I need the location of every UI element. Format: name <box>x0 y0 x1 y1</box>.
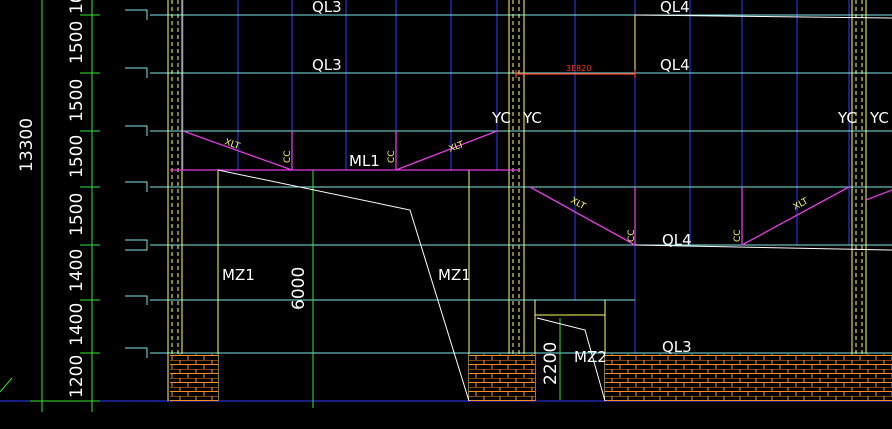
dim-seg-1: 10 <box>67 0 87 14</box>
label-ql3-mid: QL3 <box>312 56 342 74</box>
dim-height-2200: 2200 <box>541 342 561 385</box>
label-mz1-right: MZ1 <box>438 266 471 284</box>
columns <box>171 0 863 401</box>
label-mz2: MZ2 <box>574 348 607 366</box>
label-xlt-4: XLT <box>792 196 811 212</box>
label-yc-4: YC <box>869 109 889 127</box>
dim-seg-4: 1500 <box>67 135 87 178</box>
label-cc-2: CC <box>387 150 397 163</box>
dim-total: 13300 <box>17 118 37 172</box>
section-marker <box>0 377 13 393</box>
dim-seg-2: 1500 <box>67 21 87 64</box>
label-ml1: ML1 <box>349 152 380 170</box>
red-dim-text: 3E820 <box>566 64 591 73</box>
label-yc-3: YC <box>837 109 857 127</box>
label-yc-2: YC <box>522 109 542 127</box>
label-mz1-left: MZ1 <box>222 266 255 284</box>
dim-seg-3: 1500 <box>67 79 87 122</box>
door-lines <box>217 14 892 402</box>
label-ql4-lower: QL4 <box>662 231 692 249</box>
level-lines <box>150 14 892 354</box>
column-outlines <box>167 0 867 401</box>
label-xlt-2: XLT <box>447 140 465 155</box>
brick-infill <box>170 354 892 401</box>
red-dimension <box>515 70 636 78</box>
dim-height-6000: 6000 <box>289 267 309 310</box>
level-tick-marks <box>125 9 148 358</box>
beams-and-braces <box>170 130 892 246</box>
label-cc-4: CC <box>733 229 743 242</box>
label-xlt-1: XLT <box>223 137 241 152</box>
label-ql3-top: QL3 <box>312 0 342 16</box>
label-ql4-mid: QL4 <box>660 56 690 74</box>
label-yc-1: YC <box>491 109 511 127</box>
dim-seg-8: 1200 <box>67 355 87 398</box>
dim-seg-5: 1500 <box>67 193 87 236</box>
dimension-chain <box>30 0 561 412</box>
label-cc-3: CC <box>627 229 637 242</box>
dim-seg-6: 1400 <box>67 249 87 292</box>
label-ql4-top: QL4 <box>660 0 690 16</box>
dim-seg-7: 1400 <box>67 303 87 346</box>
blue-grid-lines <box>0 0 892 402</box>
label-cc-1: CC <box>283 150 293 163</box>
label-ql3-lower: QL3 <box>662 338 692 356</box>
